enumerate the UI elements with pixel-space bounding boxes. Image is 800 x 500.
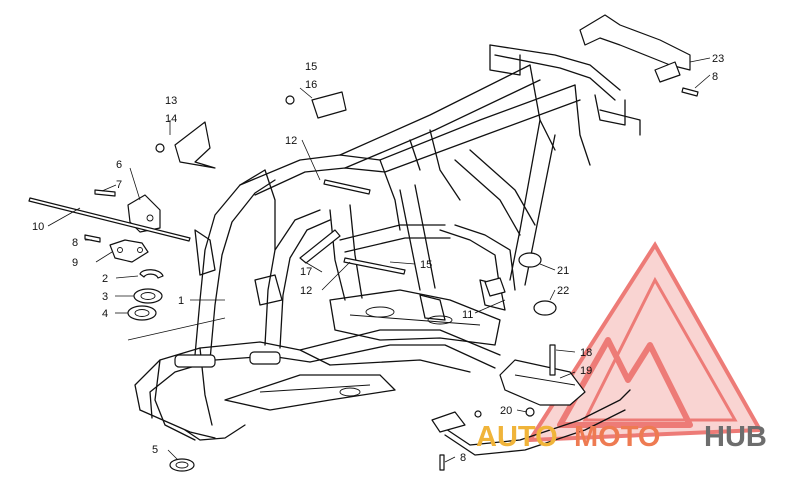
callout-8-left: 8 xyxy=(72,237,78,249)
svg-text:AUTO: AUTO xyxy=(476,421,558,453)
callout-20: 20 xyxy=(500,405,512,417)
part-10-long-bolt xyxy=(28,197,191,242)
part-20-nut xyxy=(525,407,535,417)
part-4-bearing xyxy=(127,305,157,321)
callout-7: 7 xyxy=(116,179,122,191)
part-11-plug xyxy=(484,277,506,297)
callout-8-bottom: 8 xyxy=(460,452,466,464)
callout-15-top: 15 xyxy=(305,61,317,73)
callout-23: 23 xyxy=(712,53,724,65)
part-13-nut xyxy=(155,143,165,153)
part-14-bracket xyxy=(174,121,216,169)
footrest-tube xyxy=(439,389,631,446)
part-6-bracket xyxy=(127,194,161,233)
callout-10: 10 xyxy=(32,221,44,233)
callout-11: 11 xyxy=(462,309,473,321)
part-23-bracket xyxy=(579,14,691,71)
part-2-snap-ring xyxy=(139,269,164,279)
part-8-bolt-left xyxy=(84,234,101,243)
callout-13: 13 xyxy=(165,95,177,107)
callout-16: 16 xyxy=(305,79,317,91)
svg-text:MOTO: MOTO xyxy=(574,421,660,453)
automotohub-logo xyxy=(526,241,764,443)
callout-12-top: 12 xyxy=(285,135,297,147)
callout-19: 19 xyxy=(580,365,592,377)
callout-12-lower: 12 xyxy=(300,285,312,297)
callout-14: 14 xyxy=(165,113,177,125)
part-15-nut-top xyxy=(285,95,295,105)
part-12-bolt-lower xyxy=(343,257,406,275)
part-21-plug xyxy=(518,252,542,268)
automotohub-wordmark: AUTO MOTO HUB xyxy=(476,421,767,453)
part-17-bracket xyxy=(299,229,341,264)
callout-22: 22 xyxy=(557,285,569,297)
part-16-bracket xyxy=(311,91,347,119)
callout-17: 17 xyxy=(300,266,312,278)
callout-21: 21 xyxy=(557,265,569,277)
atv-main-frame xyxy=(134,44,641,441)
leader-lines xyxy=(47,57,711,463)
part-22-plug xyxy=(533,300,557,316)
part-12-bolt-top xyxy=(323,179,371,195)
callout-4: 4 xyxy=(102,308,108,320)
part-9-plate xyxy=(109,239,149,263)
loose-parts xyxy=(28,14,699,472)
callout-9: 9 xyxy=(72,257,78,269)
callout-labels: 1 2 3 4 5 6 7 8 9 10 11 12 12 13 14 15 1… xyxy=(32,53,724,464)
callout-18: 18 xyxy=(580,347,592,359)
part-19-bracket xyxy=(499,359,586,406)
callout-3: 3 xyxy=(102,291,108,303)
callout-2: 2 xyxy=(102,273,108,285)
part-18-bolt xyxy=(549,344,556,376)
callout-1: 1 xyxy=(178,295,184,307)
part-5-ring xyxy=(169,458,195,472)
callout-8-right: 8 xyxy=(712,71,718,83)
callout-5: 5 xyxy=(152,444,158,456)
callout-15-mid: 15 xyxy=(420,259,432,271)
part-8-bolt-bottom xyxy=(439,454,445,471)
part-7-bolt xyxy=(94,189,116,197)
svg-text:HUB: HUB xyxy=(704,421,767,453)
callout-6: 6 xyxy=(116,159,122,171)
part-3-bearing xyxy=(133,288,163,304)
part-8-bolt-rear xyxy=(681,87,699,97)
